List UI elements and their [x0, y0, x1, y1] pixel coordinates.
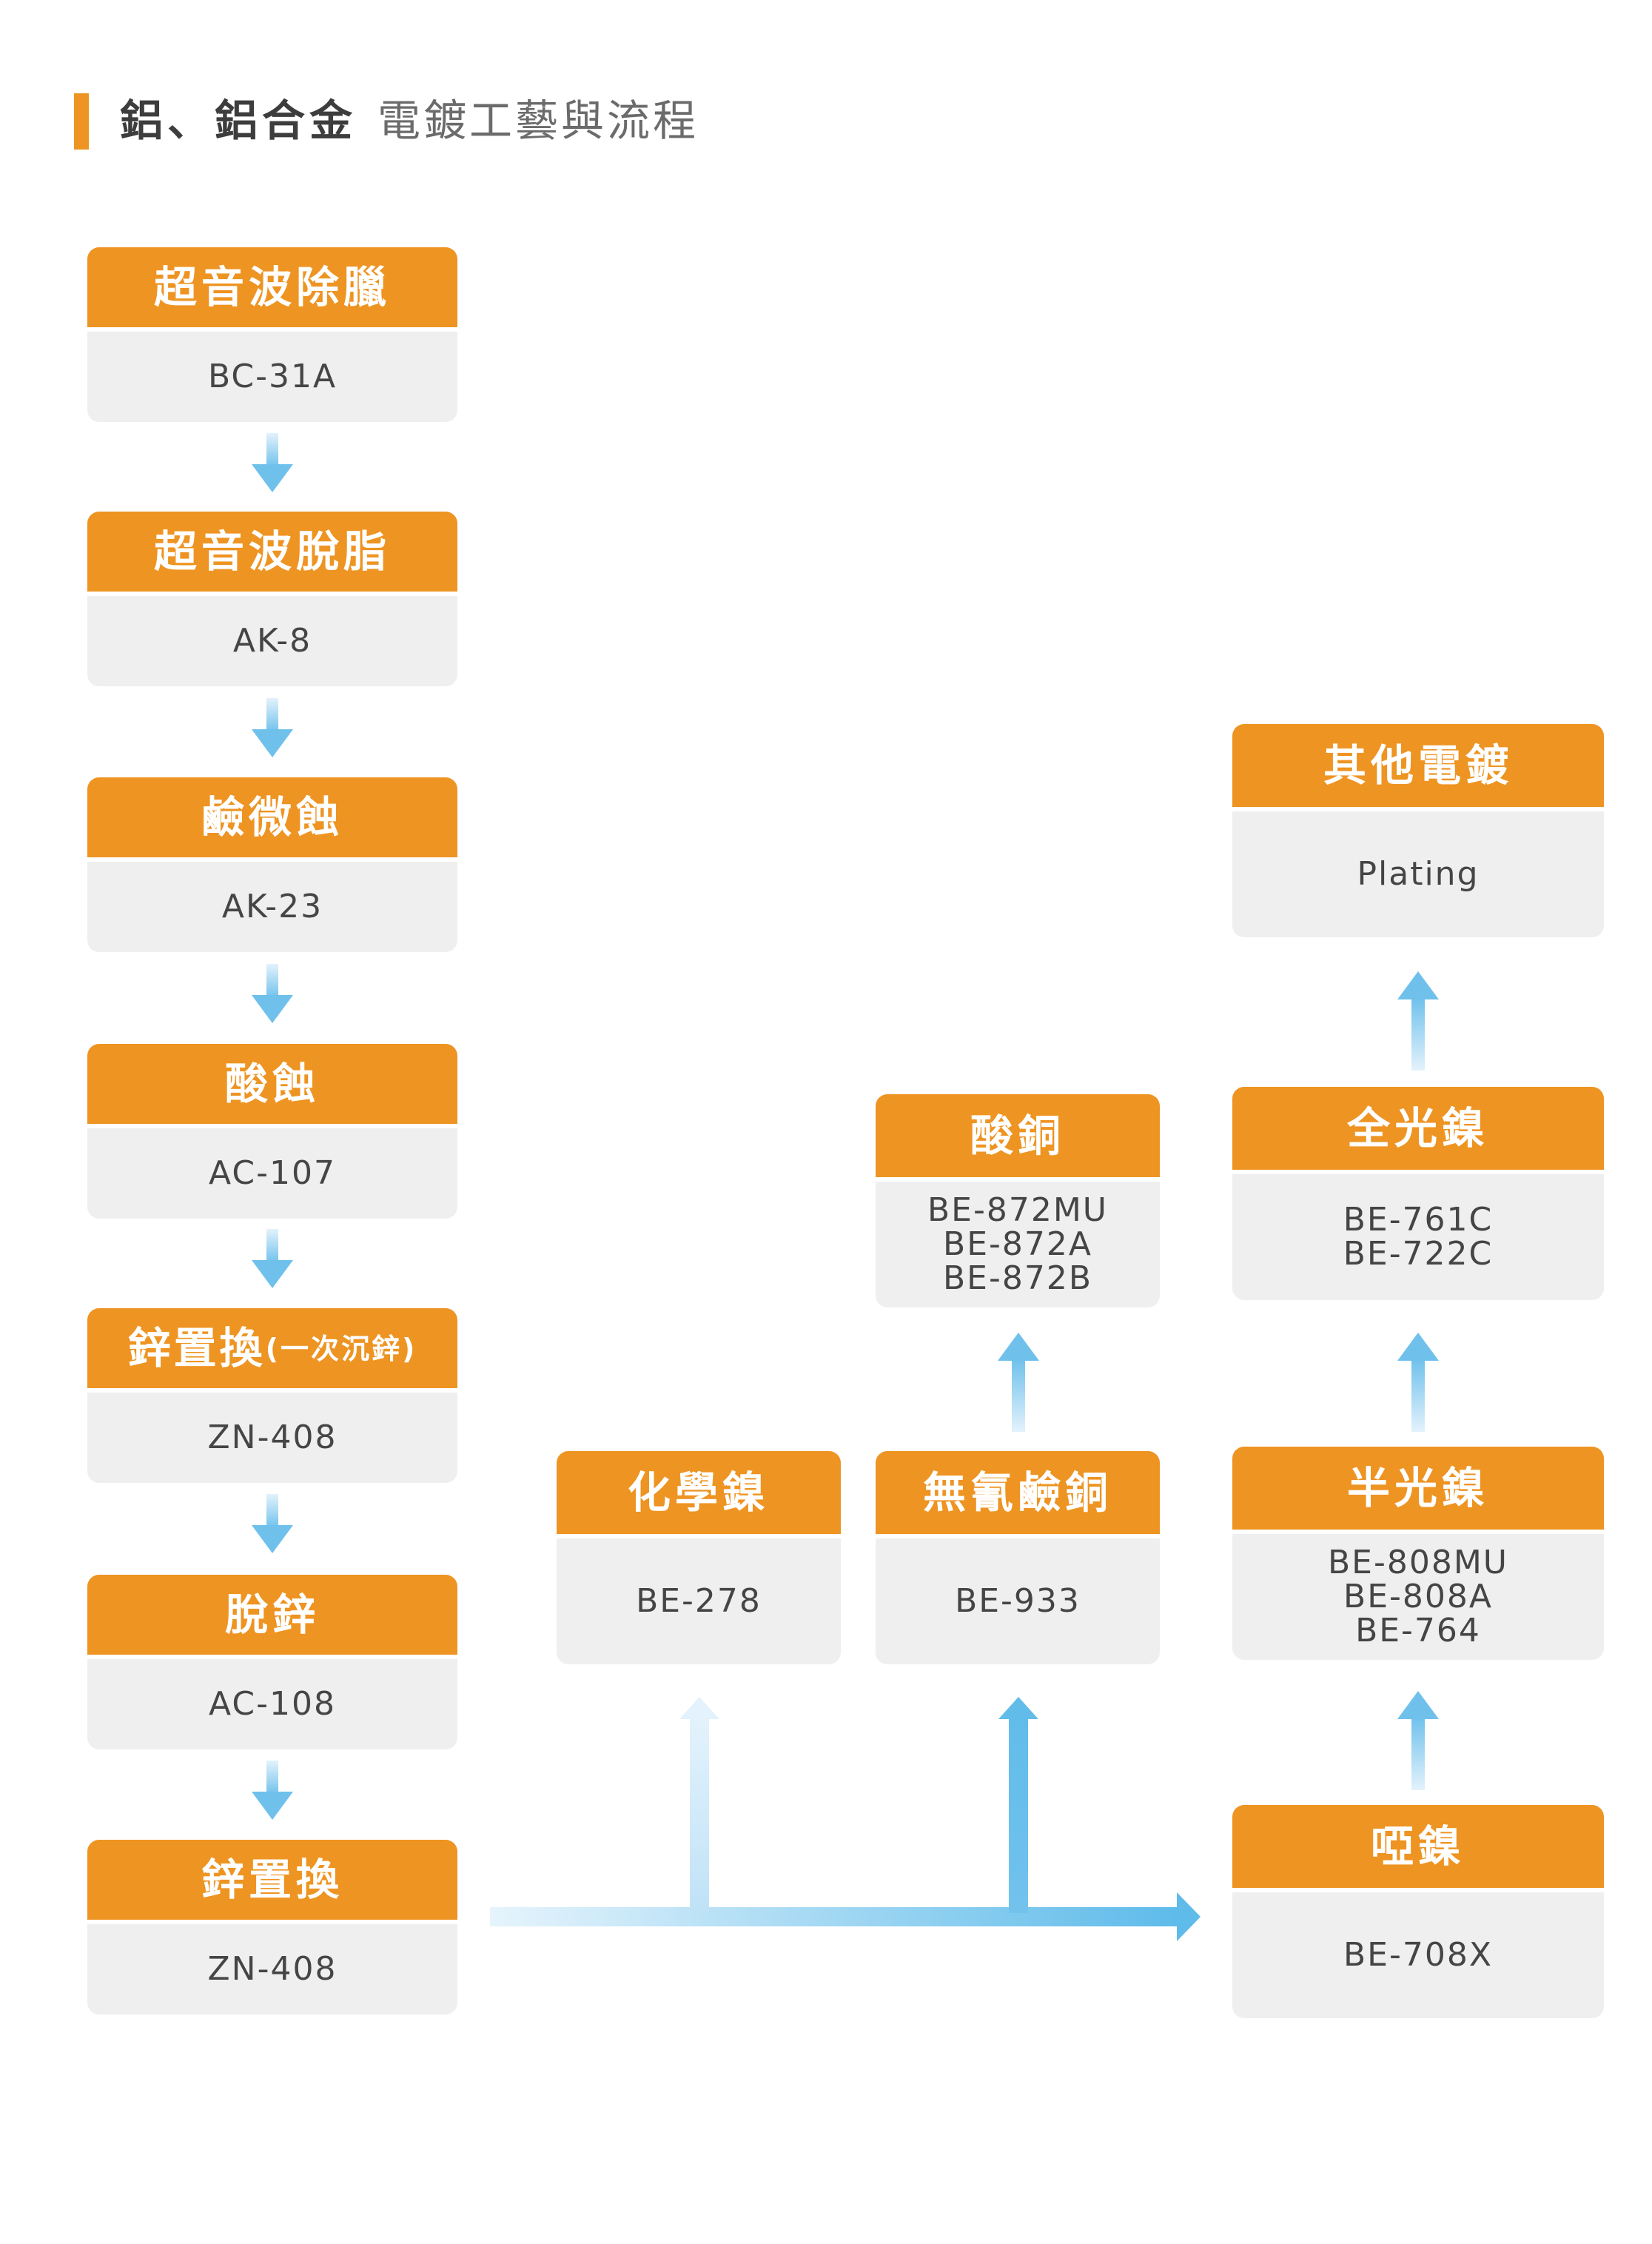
step-code: Plating — [1357, 855, 1480, 893]
step-code: BE-722C — [1343, 1235, 1494, 1273]
arrow-up-cyanide-free-copper — [998, 1697, 1038, 1913]
arrow-horizontal-main — [490, 1892, 1201, 1941]
arrow-up-bright-nickel — [1397, 1333, 1439, 1432]
step-codes: BE-872MU BE-872A BE-872B — [876, 1182, 1160, 1307]
step-title: 啞鎳 — [1232, 1805, 1604, 1892]
step-acid-etch: 酸蝕 AC-107 — [87, 1044, 457, 1219]
arrow-down-3 — [252, 964, 293, 1023]
step-title: 半光鎳 — [1232, 1447, 1604, 1534]
arrow-down-1 — [252, 433, 293, 492]
step-title: 鋅置換 — [87, 1840, 457, 1924]
step-code: ZN-408 — [207, 1419, 338, 1456]
step-codes: BC-31A — [87, 332, 457, 422]
step-code: BE-933 — [955, 1582, 1081, 1620]
arrow-up-other-plating — [1397, 971, 1439, 1071]
step-code: BE-808MU — [1327, 1544, 1508, 1581]
step-title-main: 鋅置換 — [127, 1323, 266, 1373]
step-title: 酸銅 — [876, 1094, 1160, 1182]
step-code: BE-708X — [1343, 1936, 1493, 1974]
step-title: 其他電鍍 — [1232, 724, 1604, 811]
step-code: AC-107 — [209, 1154, 336, 1192]
step-code: BC-31A — [207, 358, 338, 395]
page-title: 鋁、鋁合金電鍍工藝與流程 — [120, 87, 699, 154]
step-zinc-immersion-1: 鋅置換(一次沉鋅) ZN-408 — [87, 1308, 457, 1483]
step-codes: AC-108 — [87, 1659, 457, 1749]
step-bright-nickel: 全光鎳 BE-761C BE-722C — [1232, 1087, 1604, 1300]
step-codes: BE-708X — [1232, 1892, 1604, 2018]
step-codes: AK-23 — [87, 862, 457, 952]
step-title: 超音波除臘 — [87, 247, 457, 332]
step-title: 脫鋅 — [87, 1575, 457, 1659]
step-semi-bright-nickel: 半光鎳 BE-808MU BE-808A BE-764 — [1232, 1447, 1604, 1660]
step-codes: BE-278 — [557, 1538, 841, 1664]
step-code: AC-108 — [209, 1685, 336, 1723]
step-title: 酸蝕 — [87, 1044, 457, 1128]
step-ultrasonic-degrease: 超音波脫脂 AK-8 — [87, 512, 457, 686]
step-codes: ZN-408 — [87, 1393, 457, 1483]
step-code: BE-764 — [1355, 1612, 1481, 1649]
step-code: BE-761C — [1343, 1201, 1494, 1239]
step-code: BE-278 — [636, 1582, 762, 1620]
step-title: 全光鎳 — [1232, 1087, 1604, 1174]
step-codes: AC-107 — [87, 1128, 457, 1219]
step-title: 鋅置換(一次沉鋅) — [87, 1308, 457, 1393]
step-codes: BE-808MU BE-808A BE-764 — [1232, 1534, 1604, 1660]
step-title: 無氰鹼銅 — [876, 1451, 1160, 1538]
step-code: AK-8 — [232, 622, 312, 660]
step-codes: ZN-408 — [87, 1924, 457, 2014]
step-other-plating: 其他電鍍 Plating — [1232, 724, 1604, 937]
arrow-up-electroless-nickel — [679, 1697, 719, 1913]
step-ultrasonic-dewax: 超音波除臘 BC-31A — [87, 247, 457, 422]
step-cyanide-free-alkaline-copper: 無氰鹼銅 BE-933 — [876, 1451, 1160, 1664]
arrow-up-acid-copper — [998, 1333, 1039, 1432]
page-title-sub: 電鍍工藝與流程 — [377, 96, 699, 146]
arrow-down-5 — [252, 1494, 293, 1553]
step-codes: AK-8 — [87, 596, 457, 686]
arrow-up-semi-bright-nickel — [1397, 1691, 1439, 1790]
step-codes: Plating — [1232, 811, 1604, 937]
step-codes: BE-761C BE-722C — [1232, 1174, 1604, 1300]
step-code: BE-872B — [942, 1259, 1093, 1297]
step-code: AK-23 — [221, 888, 323, 925]
step-title: 化學鎳 — [557, 1451, 841, 1538]
step-code: ZN-408 — [207, 1950, 338, 1988]
step-code: BE-872MU — [927, 1191, 1108, 1229]
step-code: BE-872A — [943, 1225, 1092, 1263]
arrow-down-2 — [252, 698, 293, 757]
step-alkaline-micro-etch: 鹼微蝕 AK-23 — [87, 777, 457, 952]
step-title-note: (一次沉鋅) — [265, 1333, 417, 1365]
step-acid-copper: 酸銅 BE-872MU BE-872A BE-872B — [876, 1094, 1160, 1307]
step-matte-nickel: 啞鎳 BE-708X — [1232, 1805, 1604, 2018]
step-dezinc: 脫鋅 AC-108 — [87, 1575, 457, 1749]
arrow-down-4 — [252, 1229, 293, 1288]
arrow-down-6 — [252, 1761, 293, 1820]
step-title: 超音波脫脂 — [87, 512, 457, 596]
step-code: BE-808A — [1343, 1578, 1493, 1615]
page-title-main: 鋁、鋁合金 — [120, 96, 357, 146]
step-title: 鹼微蝕 — [87, 777, 457, 862]
step-zinc-immersion-2: 鋅置換 ZN-408 — [87, 1840, 457, 2014]
step-electroless-nickel: 化學鎳 BE-278 — [557, 1451, 841, 1664]
step-codes: BE-933 — [876, 1538, 1160, 1664]
title-accent-bar — [74, 93, 89, 150]
